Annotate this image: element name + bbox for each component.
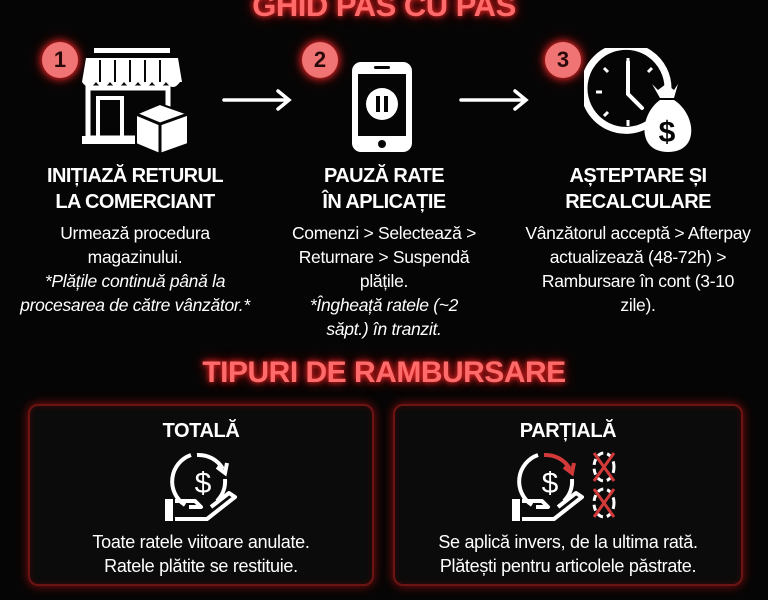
svg-text:$: $ xyxy=(195,467,212,500)
refund-type-partial-card: PARȚIALĂ $ Se aplică invers, de la ultim… xyxy=(393,404,743,586)
step-2-note: *Îngheață ratele (~2 săpt.) în tranzit. xyxy=(309,295,459,339)
cancelled-installment-icon xyxy=(592,451,616,483)
svg-text:$: $ xyxy=(659,116,676,149)
step-3-title-line2: RECALCULARE xyxy=(565,191,711,213)
step-3-body: Vânzătorul acceptă > Afterpay actualizea… xyxy=(525,223,751,315)
storefront-with-box-icon xyxy=(82,48,189,154)
step-3-badge: 3 xyxy=(545,42,581,78)
refund-types-title: TIPURI DE RAMBURSARE xyxy=(202,356,566,389)
hand-dollar-refund-icon: $ xyxy=(165,452,237,521)
step-1-badge: 1 xyxy=(42,42,78,78)
refund-type-partial-title: PARȚIALĂ xyxy=(519,420,617,442)
hand-dollar-partial-refund-icon: $ xyxy=(512,451,616,521)
refund-type-full-card: TOTALĂ $ Toate ratele viitoare anulate. R… xyxy=(28,404,374,586)
svg-text:$: $ xyxy=(542,467,559,500)
cancelled-installment-icon xyxy=(592,487,616,519)
refund-type-full-title: TOTALĂ xyxy=(162,420,240,442)
step-2-title-line1: PAUZĂ RATE xyxy=(324,165,445,187)
step-1-body: Urmează procedura magazinului. xyxy=(60,223,210,267)
refund-type-full-line2: Ratele plătite se restituie. xyxy=(104,556,298,576)
refund-type-partial-line2: Plătești pentru articolele păstrate. xyxy=(439,556,697,576)
step-2-body: Comenzi > Selectează > Returnare > Suspe… xyxy=(291,223,477,291)
step-1: INIȚIAZĂ RETURUL LA COMERCIANT Urmează pr… xyxy=(10,163,260,317)
refund-type-full-line1: Toate ratele viitoare anulate. xyxy=(92,532,310,552)
step-2: PAUZĂ RATE ÎN APLICAȚIE Comenzi > Selecte… xyxy=(259,163,509,341)
guide-title: GHID PAS CU PAS xyxy=(252,0,516,23)
step-3-title-line1: AȘTEPTARE ȘI xyxy=(569,165,708,187)
step-2-badge: 2 xyxy=(302,42,338,78)
step-1-title-line1: INIȚIAZĂ RETURUL xyxy=(47,165,224,187)
step-1-title-line2: LA COMERCIANT xyxy=(55,191,215,213)
arrow-right-icon xyxy=(459,89,529,111)
clock-money-bag-icon: $ xyxy=(584,48,692,152)
refund-type-partial-line1: Se aplică invers, de la ultima rată. xyxy=(438,532,698,552)
step-1-note: *Plățile continuă până la procesarea de … xyxy=(20,271,250,315)
step-2-title-line2: ÎN APLICAȚIE xyxy=(322,191,446,213)
phone-pause-icon xyxy=(352,62,412,152)
arrow-right-icon xyxy=(222,89,292,111)
step-3: AȘTEPTARE ȘI RECALCULARE Vânzătorul accep… xyxy=(513,163,763,317)
